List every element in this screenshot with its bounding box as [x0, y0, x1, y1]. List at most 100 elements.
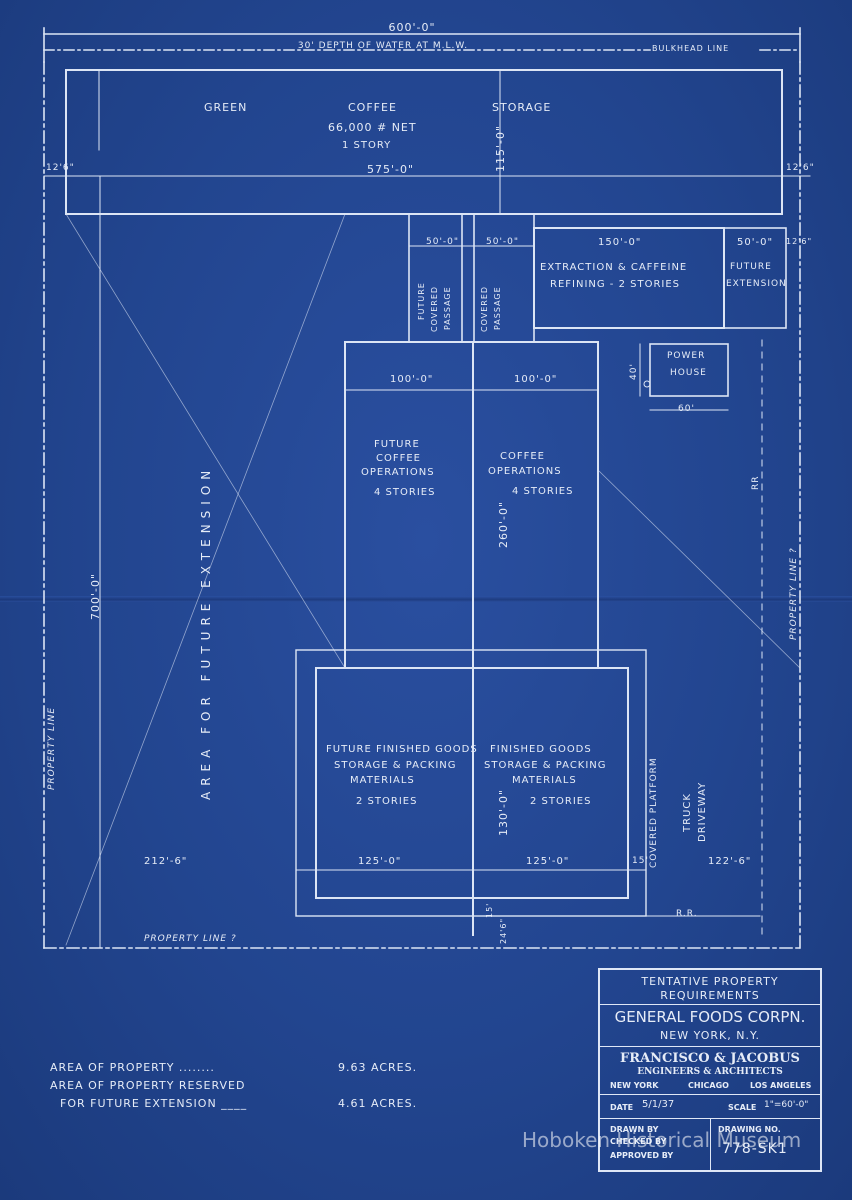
- title-line-2: REQUIREMENTS: [660, 989, 760, 1002]
- power-height-dim: 40': [629, 363, 639, 380]
- fg-label-4: 2 STORIES: [530, 796, 592, 807]
- extraction-width-dim: 150'-0": [598, 237, 642, 248]
- covered-passage-label-2: PASSAGE: [493, 286, 502, 330]
- future-passage-label-2: COVERED: [430, 285, 439, 332]
- future-fg-label-1: FUTURE FINISHED GOODS: [326, 744, 478, 755]
- passage-left-dim: 50'-0": [426, 237, 460, 247]
- future-passage-label-3: PASSAGE: [443, 286, 452, 330]
- bottom-fifteen-dim: 15': [485, 902, 494, 918]
- area-row1: AREA OF PROPERTY ........: [50, 1062, 215, 1073]
- drawing-no-label: DRAWING NO.: [718, 1125, 781, 1134]
- driveway-label: DRIVEWAY: [697, 781, 708, 842]
- approved-by: APPROVED BY: [610, 1151, 674, 1160]
- future-fg-label-2: STORAGE & PACKING: [334, 760, 457, 771]
- future-ops-label-3: OPERATIONS: [361, 467, 435, 478]
- area-row1-value: 9.63 ACRES.: [338, 1061, 418, 1074]
- area-row3-value: 4.61 ACRES.: [338, 1097, 418, 1110]
- storage-label-1: GREEN: [204, 101, 248, 114]
- storage-width-dim: 575'-0": [367, 163, 415, 176]
- storage-depth-dim: 115'-0": [494, 124, 507, 172]
- power-house-label-1: POWER: [667, 351, 706, 361]
- storage-label-3: STORAGE: [492, 101, 552, 114]
- area-row3-label: FOR FUTURE EXTENSION: [60, 1097, 217, 1110]
- future-extension-label-2: EXTENSION: [726, 279, 787, 289]
- future-ext-width-dim: 50'-0": [737, 237, 774, 248]
- right-edge-dim: 12'6": [786, 237, 813, 246]
- right-offset-dim: 12'6": [786, 163, 815, 173]
- area-row2-label: AREA OF PROPERTY RESERVED: [50, 1079, 246, 1092]
- fg-label-3: MATERIALS: [512, 775, 577, 786]
- fg-future-width-dim: 125'-0": [358, 856, 402, 867]
- city-ny: NEW YORK: [610, 1081, 659, 1090]
- power-house-label-2: HOUSE: [670, 368, 707, 378]
- title-block: TENTATIVE PROPERTY REQUIREMENTS GENERAL …: [598, 968, 822, 1172]
- ops-label-2: OPERATIONS: [488, 466, 562, 477]
- scale-value: 1"=60'-0": [764, 1100, 809, 1110]
- platform-width-dim: 15': [632, 856, 649, 866]
- finished-goods-outline: [315, 667, 629, 899]
- area-row3-dots: ____: [221, 1097, 248, 1110]
- area-future-label: AREA FOR FUTURE EXTENSION: [199, 464, 213, 800]
- storage-label-2: COFFEE: [348, 101, 397, 114]
- extraction-label-2: REFINING - 2 STORIES: [550, 279, 681, 290]
- truck-label: TRUCK: [682, 793, 693, 832]
- future-ops-width-dim: 100'-0": [390, 374, 434, 385]
- drawing-number: 778-SK1: [722, 1141, 788, 1157]
- storage-net: 66,000 # NET: [328, 121, 417, 134]
- total-width-dim: 600'-0": [388, 21, 436, 34]
- rr-bottom-label: R.R.: [676, 909, 698, 919]
- city-la: LOS ANGELES: [750, 1081, 812, 1090]
- area-row1-dots: ........: [178, 1061, 215, 1074]
- bulkhead-label: BULKHEAD LINE: [652, 44, 730, 53]
- fg-label-1: FINISHED GOODS: [490, 744, 592, 755]
- fg-width-dim: 125'-0": [526, 856, 570, 867]
- water-depth-note: 30' DEPTH OF WATER AT M.L.W.: [297, 41, 469, 51]
- future-extension-label-1: FUTURE: [730, 262, 772, 272]
- extraction-label-1: EXTRACTION & CAFFEINE: [540, 262, 688, 273]
- rr-right-label: RR: [751, 475, 761, 490]
- property-line-left-label: PROPERTY LINE: [47, 706, 57, 790]
- future-fg-label-3: MATERIALS: [350, 775, 415, 786]
- storage-stories: 1 STORY: [342, 140, 392, 151]
- future-ops-label-4: 4 STORIES: [374, 487, 436, 498]
- left-margin-dim: 212'-6": [144, 856, 188, 867]
- client-location: NEW YORK, N.Y.: [660, 1029, 760, 1042]
- right-margin-dim: 122'-6": [708, 856, 752, 867]
- passage-right-dim: 50'-0": [486, 237, 520, 247]
- fg-label-2: STORAGE & PACKING: [484, 760, 607, 771]
- power-house-outline: [649, 343, 729, 397]
- covered-passage-label-1: COVERED: [480, 285, 489, 332]
- overall-depth-dim: 700'-0": [89, 572, 102, 620]
- paper-fold: [0, 596, 852, 602]
- future-extension-outline: [723, 227, 787, 329]
- area-row1-label: AREA OF PROPERTY: [50, 1061, 175, 1074]
- title-line-1: TENTATIVE PROPERTY: [641, 975, 779, 988]
- date-value: 5/1/37: [642, 1099, 675, 1110]
- scale-label: SCALE: [728, 1103, 757, 1112]
- area-row3: FOR FUTURE EXTENSION ____: [60, 1098, 247, 1109]
- ops-depth-dim: 260'-0": [497, 500, 510, 548]
- future-ops-label-1: FUTURE: [374, 439, 420, 450]
- checked-by: CHECKED BY: [610, 1137, 667, 1146]
- fg-depth-dim: 130'-0": [497, 788, 510, 836]
- firm-subtitle: ENGINEERS & ARCHITECTS: [637, 1067, 783, 1077]
- client-name: GENERAL FOODS CORPN.: [614, 1008, 806, 1026]
- left-offset-dim: 12'6": [46, 163, 75, 173]
- coffee-operations-outline: [344, 341, 599, 669]
- bottom-setback-dim: 24'6": [499, 917, 508, 944]
- ops-label-3: 4 STORIES: [512, 486, 574, 497]
- watermark: Hoboken Historical Museum: [522, 1128, 802, 1152]
- finished-goods-outer-outline: [295, 649, 647, 917]
- drawn-by: DRAWN BY: [610, 1125, 659, 1134]
- future-passage-label-1: FUTURE: [417, 282, 426, 320]
- power-width-dim: 60': [678, 404, 695, 414]
- future-fg-label-4: 2 STORIES: [356, 796, 418, 807]
- property-line-right-label: PROPERTY LINE ?: [789, 547, 799, 640]
- ops-width-dim: 100'-0": [514, 374, 558, 385]
- firm-name: FRANCISCO & JACOBUS: [620, 1051, 800, 1066]
- future-ops-label-2: COFFEE: [376, 453, 421, 464]
- ops-label-1: COFFEE: [500, 451, 545, 462]
- city-chicago: CHICAGO: [688, 1081, 729, 1090]
